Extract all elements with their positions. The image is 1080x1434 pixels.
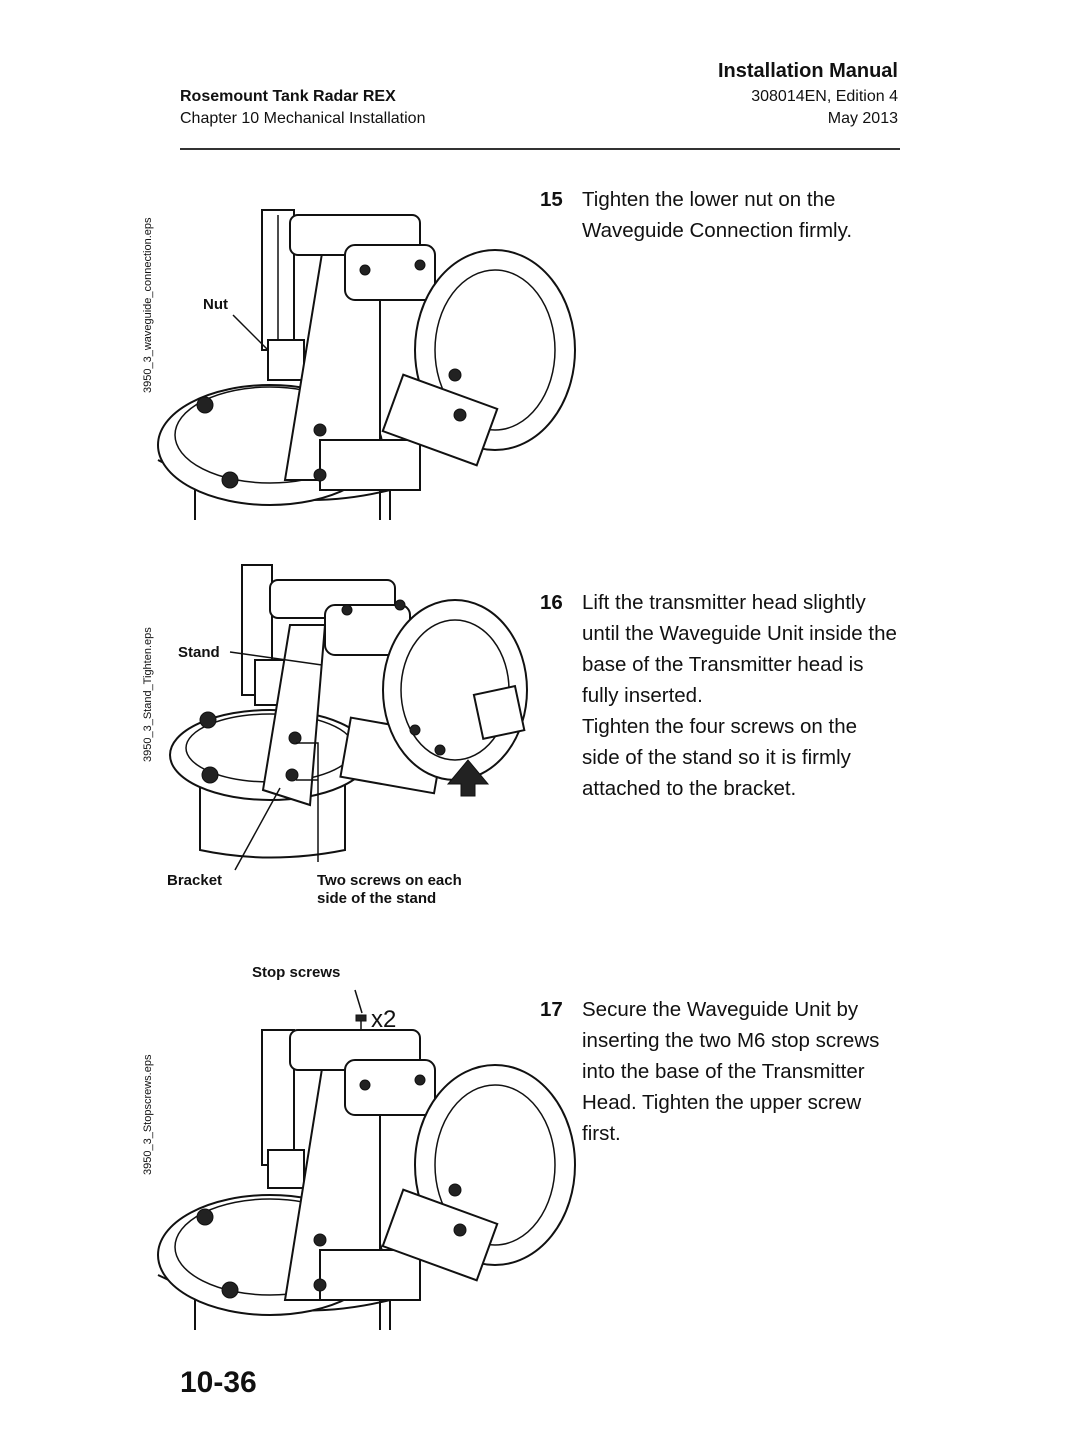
- stand-label: Stand: [178, 644, 220, 661]
- chapter-title: Chapter 10 Mechanical Installation: [180, 110, 426, 127]
- step-17: 17 Secure the Waveguide Unit by insertin…: [540, 994, 900, 1149]
- two-screws-label-line1: Two screws on each: [317, 872, 462, 889]
- product-name: Rosemount Tank Radar REX: [180, 88, 396, 105]
- step-17-number: 17: [540, 998, 563, 1021]
- header-rule: [180, 148, 900, 150]
- step-15-number: 15: [540, 188, 563, 211]
- document-date: May 2013: [827, 110, 898, 127]
- nut-label: Nut: [203, 296, 228, 313]
- figure-1-illustration: [157, 209, 576, 520]
- step-16: 16 Lift the transmitter head slightly un…: [540, 587, 900, 804]
- page-number: 10-36: [180, 1366, 257, 1399]
- step-16-number: 16: [540, 591, 563, 614]
- step-16-text-2: Tighten the four screws on the side of t…: [582, 715, 857, 800]
- figure-3-illustration: [157, 989, 576, 1330]
- two-screws-label-line2: side of the stand: [317, 890, 437, 907]
- step-15-text: Tighten the lower nut on the Waveguide C…: [582, 188, 853, 242]
- arrow-up-icon: [446, 759, 490, 797]
- document-number: 308014EN, Edition 4: [751, 88, 898, 105]
- manual-title: Installation Manual: [717, 60, 898, 82]
- stop-screws-label: Stop screws: [252, 964, 341, 981]
- step-15: 15 Tighten the lower nut on the Waveguid…: [540, 184, 900, 246]
- figure-2-illustration: [169, 564, 528, 871]
- quantity-label: x2: [371, 1006, 397, 1033]
- bracket-label: Bracket: [167, 872, 223, 889]
- step-17-text: Secure the Waveguide Unit by inserting t…: [582, 998, 880, 1145]
- step-16-text: Lift the transmitter head slightly until…: [582, 591, 897, 707]
